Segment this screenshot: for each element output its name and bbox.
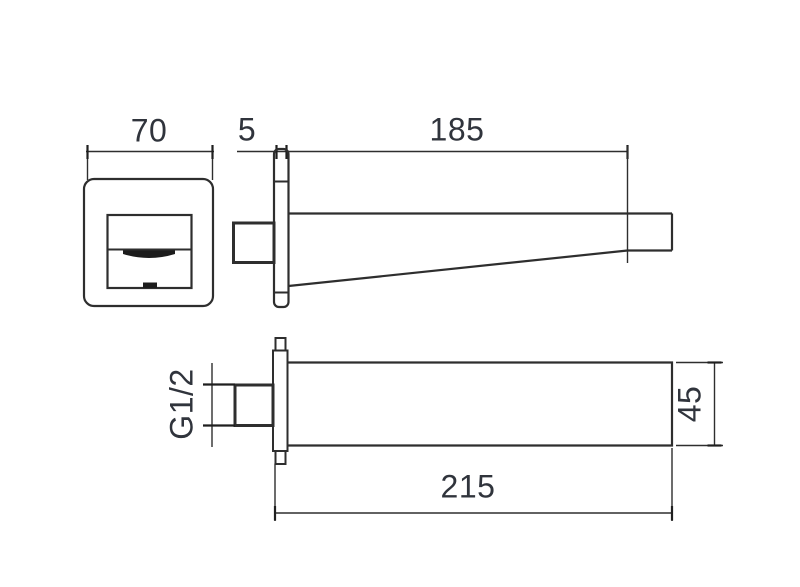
dim-inlet-thread-label: G1/2 <box>163 368 199 439</box>
front-view: 70 <box>82 112 215 308</box>
plan-spout-outline <box>287 361 674 447</box>
side-inlet-connector <box>232 221 276 264</box>
dim-spout-projection-label: 185 <box>430 111 485 147</box>
plan-plate-cap-bottom <box>274 450 287 465</box>
front-bottom-notch <box>143 282 157 288</box>
side-wall-plate <box>272 147 290 309</box>
plan-plate-cap-top <box>274 337 287 352</box>
dim-spout-height-label: 45 <box>671 386 707 423</box>
dim-front-width-label: 70 <box>131 112 168 148</box>
dim-plate-thickness-label: 5 <box>238 111 256 147</box>
dim-spout-height: 45 <box>671 361 723 447</box>
dim-total-length: 215 <box>273 448 674 521</box>
plan-wall-plate <box>272 349 289 452</box>
plan-inlet-connector <box>233 383 275 427</box>
dim-inlet-thread: G1/2 <box>163 363 235 447</box>
plan-view: G1/2 45 215 <box>163 337 723 521</box>
side-view: 5 185 <box>232 111 674 309</box>
dim-front-width: 70 <box>86 112 214 180</box>
dim-total-length-label: 215 <box>441 468 496 504</box>
front-waterfall-lip <box>123 250 175 258</box>
side-spout-underside-slope <box>288 249 628 288</box>
